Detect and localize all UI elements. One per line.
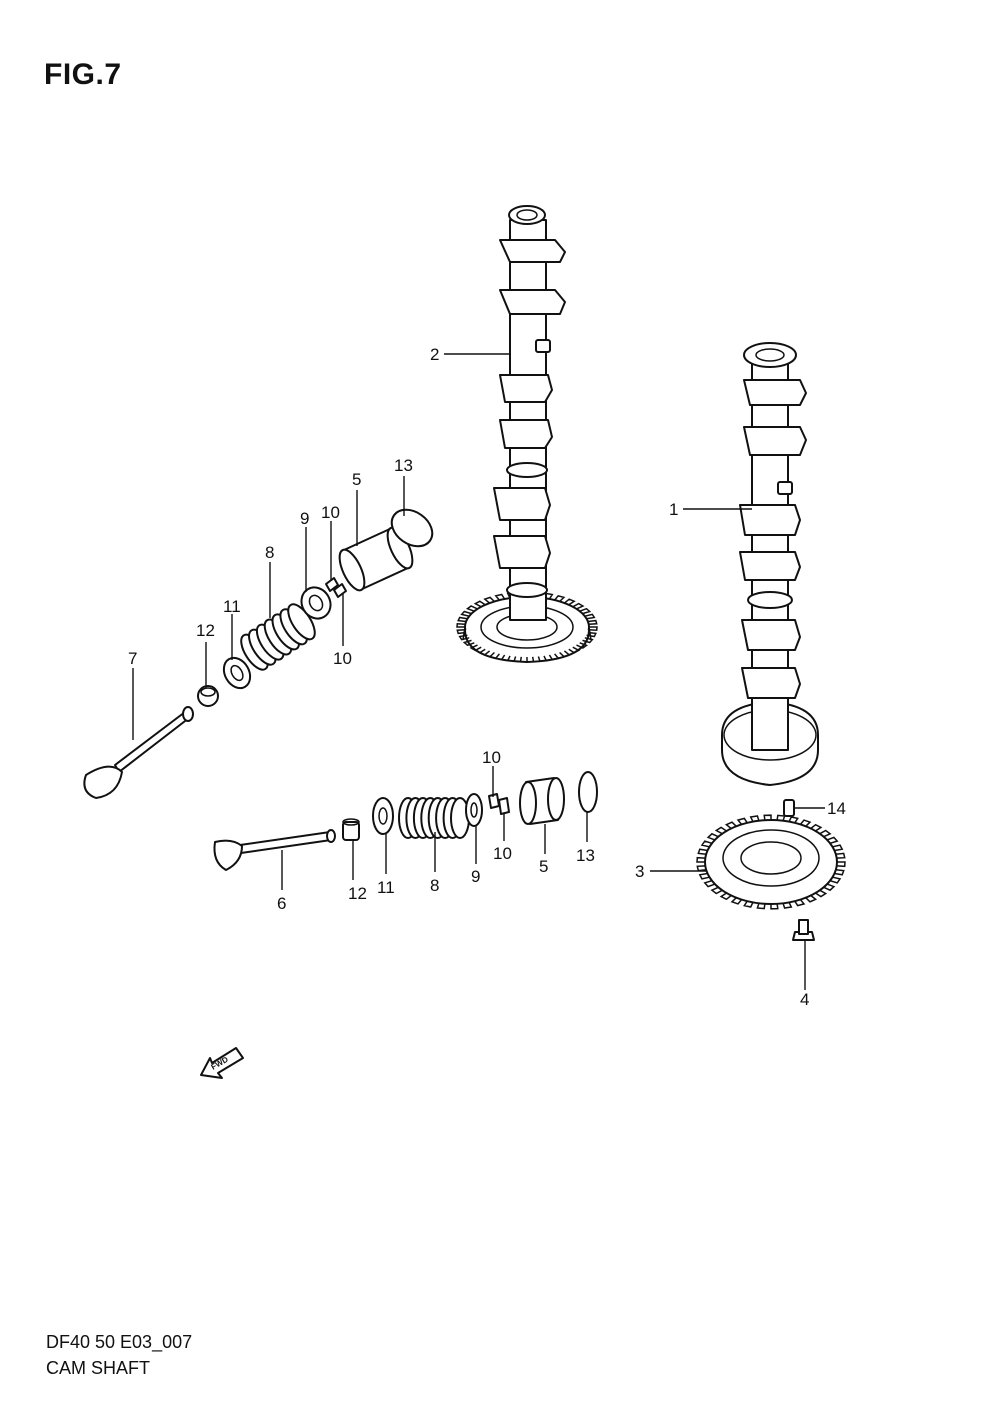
tappet-5a[interactable] [335, 524, 418, 593]
callout-10-lower-b: 10 [493, 844, 512, 863]
callout-11-lower: 11 [377, 878, 395, 897]
valve-6[interactable] [213, 829, 336, 871]
valve-7[interactable] [83, 706, 194, 799]
leader-lines [132, 353, 825, 990]
callout-10-upper-b: 10 [333, 649, 352, 668]
dowel-pin-14[interactable] [783, 799, 795, 817]
callout-8-upper: 8 [265, 543, 274, 562]
callout-6: 6 [277, 894, 286, 913]
spring-seat-11a[interactable] [219, 653, 256, 693]
spring-retainer-9a[interactable] [296, 582, 336, 624]
callout-5-lower: 5 [539, 857, 548, 876]
callout-13-lower: 13 [576, 846, 595, 865]
callout-2: 2 [430, 345, 439, 364]
callout-labels: 2 1 3 4 14 7 6 12 11 8 9 10 10 5 13 12 1… [128, 345, 846, 1009]
valve-spring-8a[interactable] [236, 600, 320, 674]
callout-11-upper: 11 [223, 597, 241, 616]
callout-8-lower: 8 [430, 876, 439, 895]
callout-13-upper: 13 [394, 456, 413, 475]
camshaft-1[interactable] [721, 342, 819, 786]
spring-seat-11b[interactable] [372, 797, 394, 835]
callout-10-lower-a: 10 [482, 748, 501, 767]
bolt-4[interactable] [792, 919, 815, 941]
callout-12-lower: 12 [348, 884, 367, 903]
shim-13a[interactable] [385, 502, 439, 553]
figure-code: DF40 50 E03_007 [46, 1332, 193, 1352]
spring-retainer-9b[interactable] [465, 793, 483, 827]
valve-stem-seal-12a[interactable] [197, 685, 219, 707]
figure-title: FIG.7 [44, 58, 122, 91]
tappet-5b[interactable] [519, 777, 565, 825]
callout-3: 3 [635, 862, 644, 881]
callout-5-upper: 5 [352, 470, 361, 489]
figure-name: CAM SHAFT [46, 1358, 151, 1378]
fwd-arrow-icon: FWD [200, 1047, 244, 1079]
callout-1: 1 [669, 500, 678, 519]
callout-10-upper-a: 10 [321, 503, 340, 522]
callout-12-upper: 12 [196, 621, 215, 640]
callout-9-upper: 9 [300, 509, 309, 528]
callout-14: 14 [827, 799, 846, 818]
shim-13b[interactable] [578, 771, 598, 813]
callout-7: 7 [128, 649, 137, 668]
callout-9-lower: 9 [471, 867, 480, 886]
cam-sprocket-3[interactable] [696, 814, 846, 910]
valve-stem-seal-12b[interactable] [342, 818, 360, 841]
valve-cotter-10b[interactable] [488, 793, 510, 815]
camshaft-2[interactable] [456, 205, 598, 663]
callout-4: 4 [800, 990, 809, 1009]
valve-spring-8b[interactable] [398, 797, 470, 839]
